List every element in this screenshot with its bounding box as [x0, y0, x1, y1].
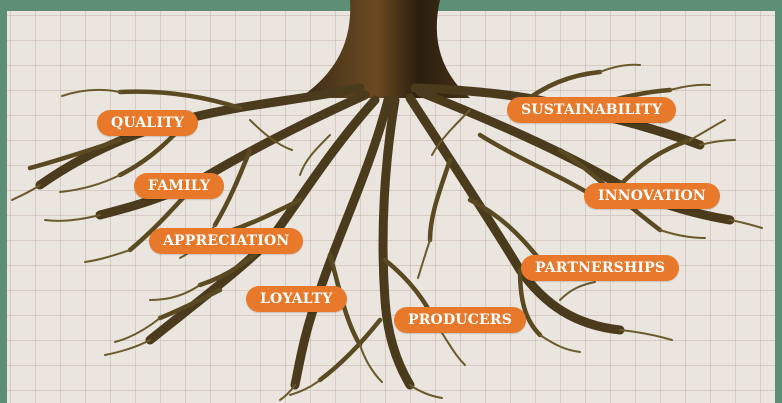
label-sustainability: SUSTAINABILITY: [507, 97, 677, 123]
label-appreciation: APPRECIATION: [149, 228, 304, 254]
label-family: FAMILY: [134, 173, 225, 199]
label-loyalty: LOYALTY: [246, 286, 347, 312]
label-partnerships: PARTNERSHIPS: [521, 255, 680, 281]
label-quality: QUALITY: [97, 110, 199, 136]
label-innovation: INNOVATION: [584, 183, 720, 209]
label-producers: PRODUCERS: [394, 307, 527, 333]
tree-trunk: [300, 0, 470, 98]
